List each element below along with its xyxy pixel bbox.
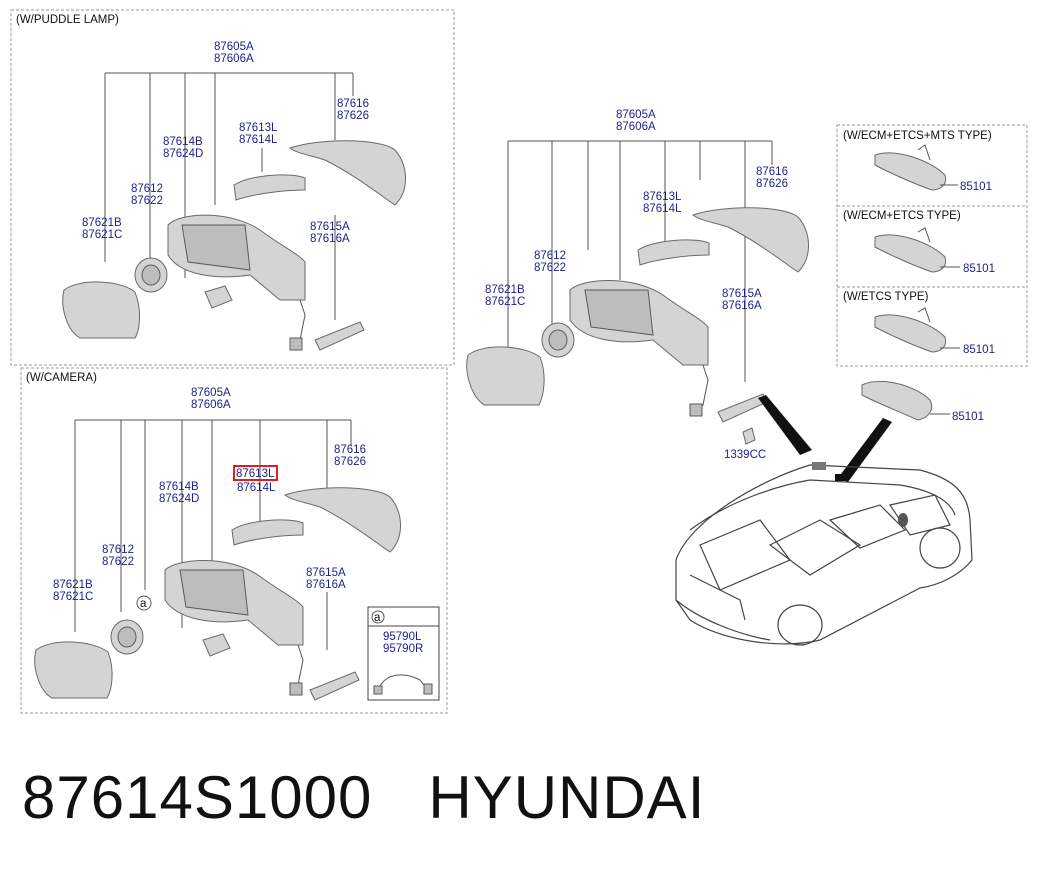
label-87621C: 87621C: [53, 591, 93, 603]
label-87622: 87622: [534, 262, 566, 274]
section-caption: (W/CAMERA): [26, 372, 97, 384]
label-87614B: 87614B: [159, 481, 199, 493]
label-87616A: 87616A: [306, 579, 346, 591]
label-87615A: 87615A: [310, 221, 350, 233]
label-87614L: 87614L: [643, 203, 682, 215]
parts-diagram: (W/PUDDLE LAMP) 87605A 87606A 87616 8762…: [10, 9, 1028, 714]
harness-part: [377, 674, 429, 691]
label-87612: 87612: [534, 250, 566, 262]
label-87616: 87616: [334, 444, 366, 456]
label-87605A: 87605A: [616, 109, 656, 121]
type-caption-2: (W/ECM+ETCS TYPE): [843, 210, 961, 222]
label-87621B: 87621B: [53, 579, 93, 591]
section-caption: (W/PUDDLE LAMP): [16, 14, 119, 26]
section-border: [20, 367, 448, 714]
section-border: [10, 9, 455, 366]
camera-part: [202, 633, 231, 657]
label-87612: 87612: [131, 183, 163, 195]
label-85101: 85101: [952, 411, 984, 423]
trim-part: [231, 519, 304, 546]
label-95790R: 95790R: [383, 643, 423, 655]
label-87615A: 87615A: [722, 288, 762, 300]
label-87606A: 87606A: [616, 121, 656, 133]
label-87614B: 87614B: [163, 136, 203, 148]
label-87626: 87626: [334, 456, 366, 468]
label-87626: 87626: [756, 178, 788, 190]
trim-part: [233, 174, 306, 201]
label-87616: 87616: [756, 166, 788, 178]
label-87606A: 87606A: [191, 399, 231, 411]
label-87616A: 87616A: [310, 233, 350, 245]
label-87616A: 87616A: [722, 300, 762, 312]
type-part-3: 85101: [963, 344, 995, 356]
section-main: 87605A 87606A 87616 87626 87613L 87614L …: [466, 109, 984, 646]
type-part-1: 85101: [960, 181, 992, 193]
label-87621B: 87621B: [82, 217, 122, 229]
footer-brand: HYUNDAI: [428, 764, 706, 831]
vehicle-outline: [675, 462, 973, 646]
label-87624D: 87624D: [163, 148, 203, 160]
label-87605A: 87605A: [191, 387, 231, 399]
label-87622: 87622: [131, 195, 163, 207]
side-repeater-part: [309, 671, 360, 701]
type-caption-3: (W/ETCS TYPE): [843, 291, 929, 303]
label-87613L-highlighted[interactable]: 87613L: [236, 468, 275, 480]
clip-part: [742, 427, 756, 445]
label-87621C: 87621C: [485, 296, 525, 308]
mirror-glass-part: [34, 641, 113, 699]
mirror-glass-part: [466, 346, 545, 406]
trim-part: [637, 239, 710, 266]
label-87614L: 87614L: [237, 482, 276, 494]
callout-marker-a: a: [140, 598, 147, 610]
label-87622: 87622: [102, 556, 134, 568]
pointer-rear-mirror: [838, 418, 892, 482]
scalp-cover-part: [691, 207, 809, 273]
label-87615A: 87615A: [306, 567, 346, 579]
label-87624D: 87624D: [159, 493, 199, 505]
mirror-glass-part: [62, 281, 140, 339]
side-repeater-part: [314, 321, 365, 351]
footer-part-number: 87614S1000: [22, 764, 373, 831]
scalp-cover-part: [283, 487, 401, 553]
label-95790L: 95790L: [383, 631, 422, 643]
label-87621C: 87621C: [82, 229, 122, 241]
rear-mirror-types: (W/ECM+ETCS+MTS TYPE) 85101 (W/ECM+ETCS …: [836, 124, 1028, 367]
pointer-side-mirror: [758, 395, 812, 455]
section-puddle-lamp: (W/PUDDLE LAMP) 87605A 87606A 87616 8762…: [10, 9, 455, 366]
puddle-lamp-part: [204, 285, 233, 309]
inset-a: a 95790L 95790R: [367, 606, 440, 701]
label-87606A: 87606A: [214, 53, 254, 65]
label-87605A: 87605A: [214, 41, 254, 53]
label-87614L: 87614L: [239, 134, 278, 146]
label-87612: 87612: [102, 544, 134, 556]
rear-view-mirror-part: [861, 381, 933, 421]
inset-marker: a: [374, 612, 381, 624]
label-1339CC: 1339CC: [724, 449, 766, 461]
label-87613L: 87613L: [239, 122, 278, 134]
section-camera: (W/CAMERA) a 87605A 87606A 87616 87626 8…: [20, 367, 448, 714]
highlight-box[interactable]: [233, 465, 278, 481]
type-part-2: 85101: [963, 263, 995, 275]
type-caption-1: (W/ECM+ETCS+MTS TYPE): [843, 130, 992, 142]
footer-title: 87614S1000 HYUNDAI: [22, 762, 705, 834]
label-87626: 87626: [337, 110, 369, 122]
label-87621B: 87621B: [485, 284, 525, 296]
scalp-cover-part: [288, 140, 406, 206]
label-87616: 87616: [337, 98, 369, 110]
label-87613L: 87613L: [643, 191, 682, 203]
